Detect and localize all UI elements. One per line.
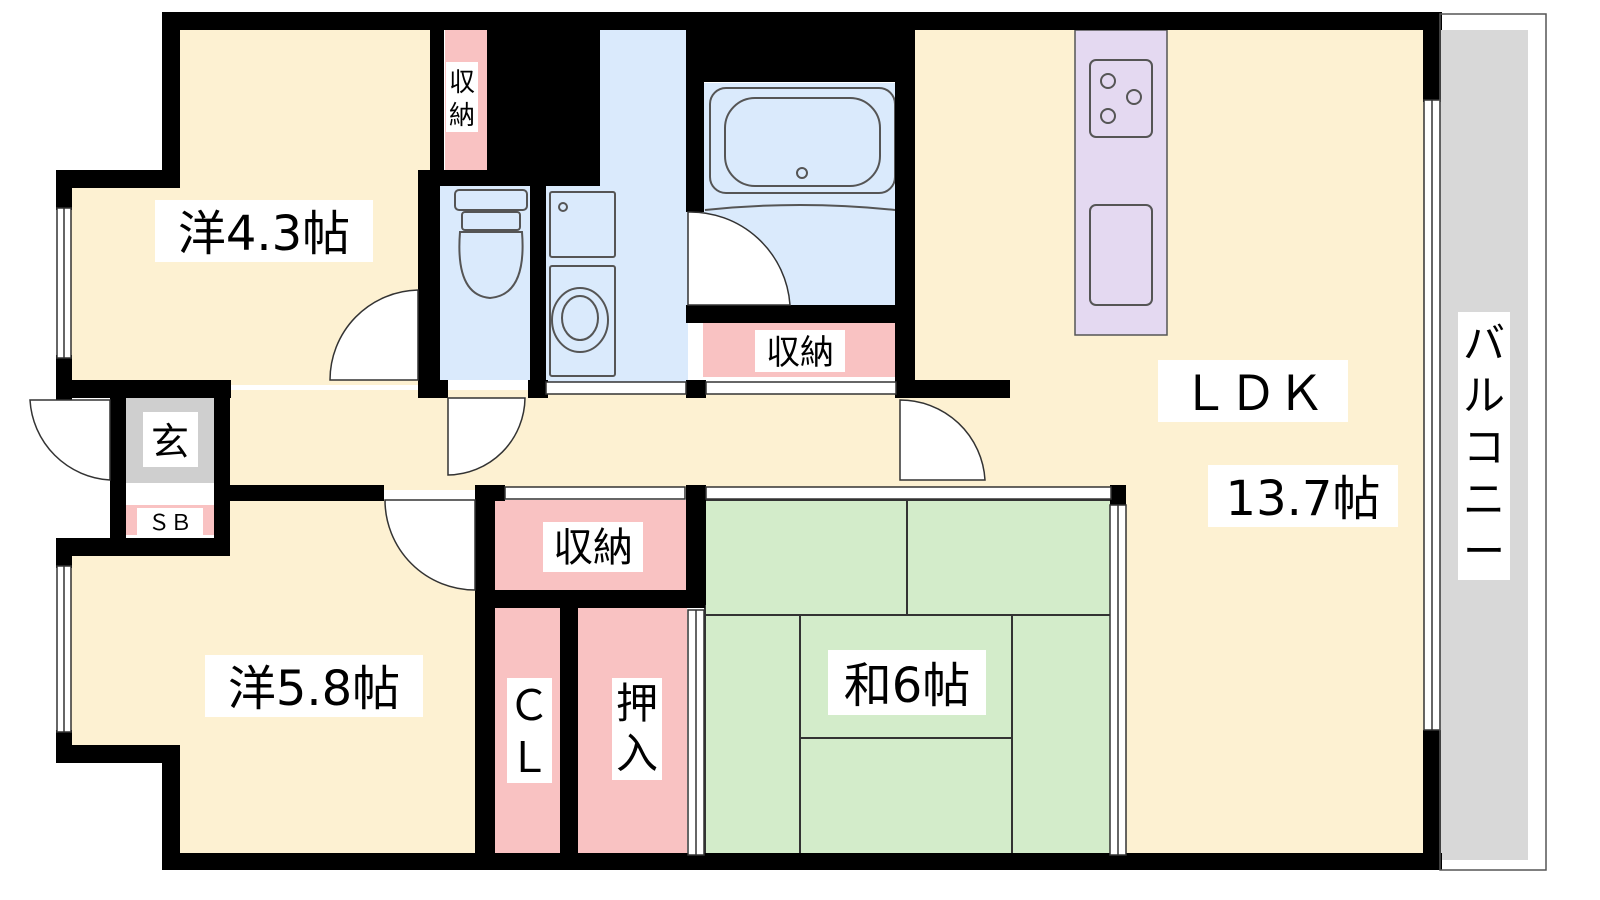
hallway-floor xyxy=(230,390,910,490)
shoebox-label: ＳＢ xyxy=(148,511,192,536)
closet-room1-label-2: 納 xyxy=(449,101,475,131)
washbasin-icon xyxy=(549,191,616,377)
room-western-4-3-label: 洋4.3帖 xyxy=(178,206,350,262)
walls xyxy=(56,12,1442,870)
door-swings xyxy=(29,211,986,591)
sink-icon xyxy=(1089,204,1153,306)
room-ldk-floor xyxy=(910,30,1428,860)
storage-hall-label: 収納 xyxy=(553,525,633,571)
oshiire-label-2: 入 xyxy=(616,729,658,778)
room-western-5-8-label: 洋5.8帖 xyxy=(228,661,400,717)
oshiire-label-1: 押 xyxy=(616,679,658,728)
balcony-label-5: ー xyxy=(1463,527,1505,576)
balcony-label-4: ニ xyxy=(1463,475,1505,524)
burner-icon xyxy=(1126,89,1142,105)
burner-icon xyxy=(1100,73,1116,89)
storage-bath-label: 収納 xyxy=(766,333,834,373)
toilet-icon xyxy=(454,189,528,300)
burner-icon xyxy=(1100,108,1116,124)
entrance-label: 玄 xyxy=(151,420,189,464)
closet-room1-label-1: 収 xyxy=(449,68,475,98)
closet-cl-label-1: Ｃ xyxy=(508,681,550,730)
room-japanese-label: 和6帖 xyxy=(844,658,971,714)
stove-icon xyxy=(1089,59,1153,138)
balcony-label-1: バ xyxy=(1463,319,1505,368)
balcony-label-2: ル xyxy=(1463,371,1505,420)
closet-cl-label-2: Ｌ xyxy=(508,733,550,782)
room-ldk-size: 13.7帖 xyxy=(1226,471,1381,527)
room-ldk-name: ＬＤＫ xyxy=(1181,366,1325,422)
balcony-outline xyxy=(1439,13,1547,871)
balcony-label-3: コ xyxy=(1463,423,1505,472)
kitchen-counter xyxy=(1074,29,1168,336)
